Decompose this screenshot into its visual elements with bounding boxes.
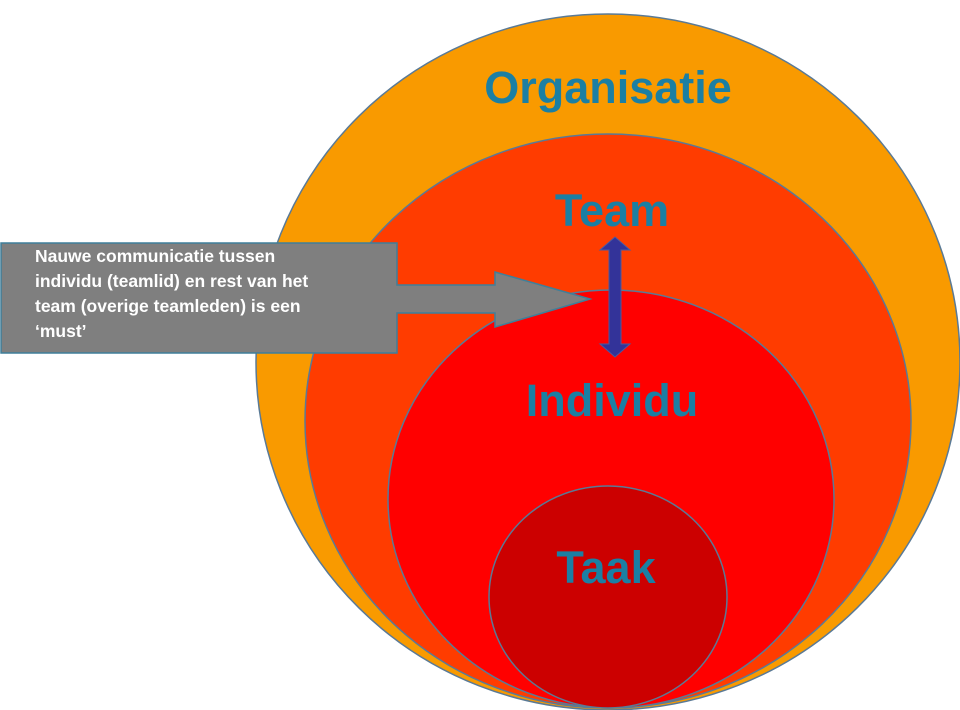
callout-line: Nauwe communicatie tussen [35,246,276,266]
label-team: Team [554,185,670,236]
callout-text: Nauwe communicatie tussen individu (team… [35,244,395,344]
taak-circle [488,485,728,709]
callout-line: individu (teamlid) en rest van het [35,271,309,291]
callout-line: ‘must’ [35,321,87,341]
label-taak: Taak [556,542,656,593]
callout-line: team (overige teamleden) is een [35,296,301,316]
double-arrow-icon [598,236,632,358]
label-organisatie: Organisatie [484,62,732,113]
callout-arrow-shape [0,242,593,354]
label-individu: Individu [525,375,699,426]
